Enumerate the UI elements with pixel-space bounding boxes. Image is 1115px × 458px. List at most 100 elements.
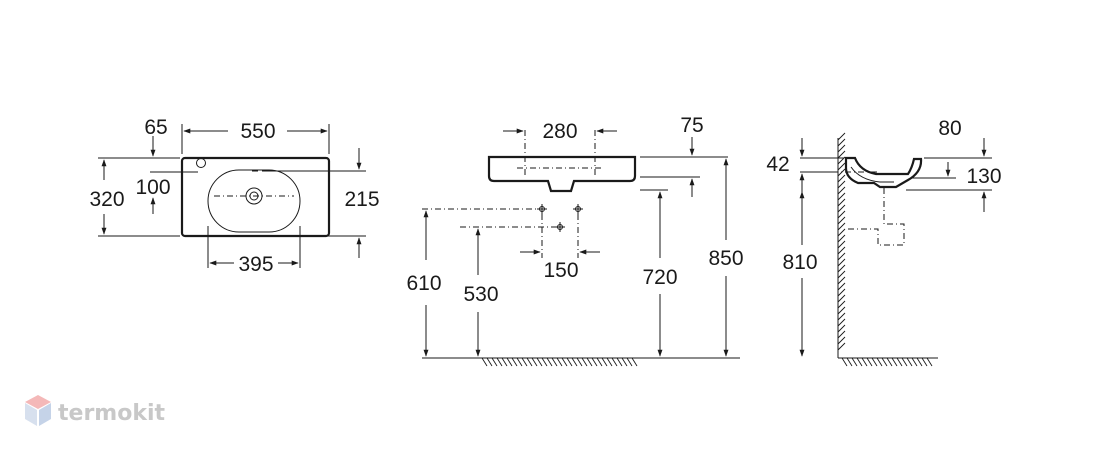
wall-hatch-stroke [837,132,846,141]
wall-hatch-stroke [837,150,846,159]
floor-hatch-stroke [866,357,873,367]
wall-hatch-stroke [837,228,846,237]
floor-hatch-stroke [901,357,908,367]
termokit-logo: termokit [25,395,165,426]
floor-hatch-stroke [516,357,523,367]
wall-hatch-stroke [837,174,846,183]
wall-hatch-stroke [837,258,846,267]
basin-depth-label: 130 [966,165,1001,188]
floor-hatch-stroke [856,357,863,367]
top-view: 550 65 320 100 215 395 [89,116,379,276]
bowl-width-label: 395 [238,253,273,276]
floor-hatch-stroke [606,357,613,367]
wall-hatch-stroke [837,306,846,315]
floor-hatch-stroke [896,357,903,367]
basin-outline-front [487,155,637,193]
rim-height-label: 850 [708,247,743,270]
floor-hatch-stroke [886,357,893,367]
wall-hatch-stroke [837,252,846,261]
supply-point-left [537,204,547,214]
holes-spacing-label: 280 [542,120,577,143]
supply-high-label: 610 [406,272,441,295]
floor-hatch-stroke [876,357,883,367]
floor-hatch-stroke [481,357,488,367]
wall-hatch-stroke [837,294,846,303]
wall-hatch-stroke [837,234,846,243]
floor-hatch-stroke [581,357,588,367]
logo-text: termokit [58,401,165,426]
floor-hatch-stroke [916,357,923,367]
bowl-depth-label: 215 [344,188,379,211]
floor-hatch-stroke [596,357,603,367]
wall-hatch-stroke [837,264,846,273]
wall-hatch-stroke [837,198,846,207]
floor-hatch-stroke [566,357,573,367]
floor-hatch-stroke [486,357,493,367]
wall-hatch-stroke [837,180,846,189]
cube-top-face [25,395,51,409]
floor-hatch-stroke [631,357,638,367]
wall-hatch-stroke [837,312,846,321]
supply-point-right [573,204,583,214]
drain-point [555,222,565,232]
floor-hatch-stroke [846,357,853,367]
floor-hatch-stroke [491,357,498,367]
wall-hatch-stroke [837,270,846,279]
floor-hatch-stroke [511,357,518,367]
floor-hatch-stroke [501,357,508,367]
floor-hatch-stroke [586,357,593,367]
wall-hatch-stroke [837,210,846,219]
side-view: 42 80 130 810 [766,117,1002,367]
floor-hatch-front [481,357,638,367]
floor-hatch-stroke [841,357,848,367]
wall-hatch-stroke [837,288,846,297]
floor-hatch-stroke [576,357,583,367]
floor-hatch-stroke [536,357,543,367]
wall-hatch-stroke [837,324,846,333]
floor-hatch-stroke [601,357,608,367]
wall-hatch-stroke [837,138,846,147]
floor-hatch-stroke [851,357,858,367]
floor-hatch-stroke [571,357,578,367]
side-height-label: 810 [782,251,817,274]
basin-outline-side [844,156,923,189]
front-view: 280 75 150 610 [406,114,744,367]
wall-hatch-stroke [837,342,846,351]
floor-hatch-stroke [926,357,933,367]
wall-hatch-stroke [837,282,846,291]
floor-hatch-stroke [531,357,538,367]
wall-hatch-stroke [837,318,846,327]
width-label: 550 [240,120,275,143]
back-height-label: 80 [938,117,961,140]
wall-hatch [837,132,846,351]
tap-offset-label: 65 [144,116,167,139]
cube-left-face [25,403,37,426]
wall-hatch-stroke [837,240,846,249]
bottom-height-label: 720 [642,266,677,289]
floor-hatch-stroke [861,357,868,367]
wall-hatch-stroke [837,276,846,285]
floor-hatch-stroke [871,357,878,367]
tap-hole [196,158,206,168]
wall-hatch-stroke [837,222,846,231]
floor-hatch-stroke [526,357,533,367]
floor-hatch-stroke [551,357,558,367]
bowl-outline-top [207,169,301,233]
wall-hatch-stroke [837,144,846,153]
floor-hatch-side [841,357,933,367]
wall-hatch-stroke [837,186,846,195]
floor-hatch-stroke [921,357,928,367]
wall-hatch-stroke [837,162,846,171]
floor-hatch-stroke [546,357,553,367]
bowl-offset-label: 100 [135,176,170,199]
basin-outline-top [180,156,331,238]
wall-gap-label: 42 [766,153,789,176]
floor-hatch-stroke [561,357,568,367]
floor-hatch-stroke [611,357,618,367]
wall-hatch-stroke [837,216,846,225]
floor-hatch-stroke [911,357,918,367]
basin-inner-side [850,166,894,183]
wall-hatch-stroke [837,300,846,309]
floor-hatch-stroke [521,357,528,367]
